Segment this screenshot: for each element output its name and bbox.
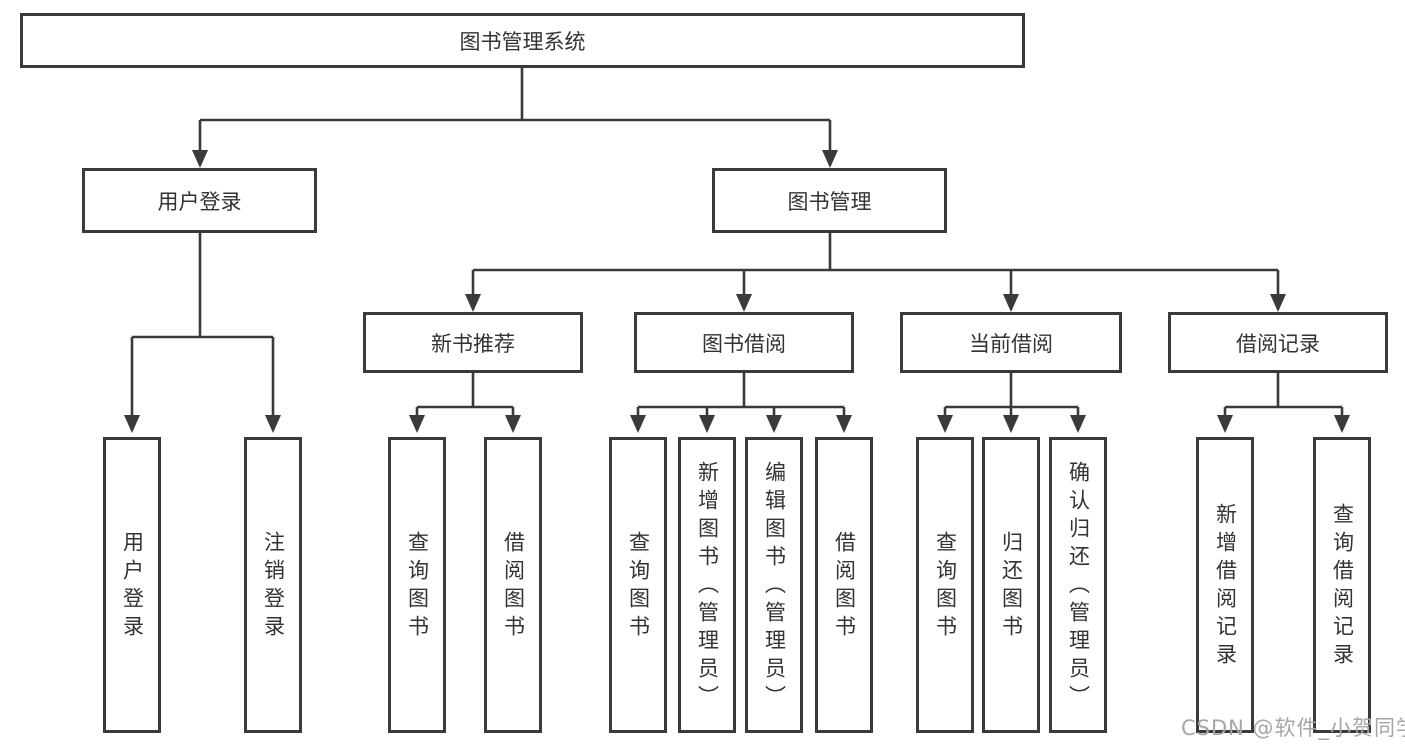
node-system-root: 图书管理系统 bbox=[20, 13, 1025, 68]
node-new-book-recommend: 新书推荐 bbox=[363, 312, 583, 373]
leaf-add-borrow-record: 新增借阅记录 bbox=[1196, 437, 1254, 733]
node-book-borrowing: 图书借阅 bbox=[634, 312, 854, 373]
leaf-query-books-borrowing: 查询图书 bbox=[609, 437, 667, 733]
leaf-confirm-return-admin: 确认归还（管理员） bbox=[1049, 437, 1107, 733]
leaf-borrow-books: 借阅图书 bbox=[815, 437, 873, 733]
node-borrowing-records: 借阅记录 bbox=[1168, 312, 1388, 373]
leaf-borrow-books-recommend: 借阅图书 bbox=[484, 437, 542, 733]
leaf-query-borrow-record: 查询借阅记录 bbox=[1313, 437, 1371, 733]
leaf-return-books: 归还图书 bbox=[982, 437, 1040, 733]
node-book-management: 图书管理 bbox=[712, 168, 947, 233]
csdn-watermark: CSDN @软件_小贺同学 bbox=[1181, 716, 1405, 740]
node-user-login: 用户登录 bbox=[82, 168, 317, 233]
leaf-query-books-current: 查询图书 bbox=[916, 437, 974, 733]
leaf-add-book-admin: 新增图书（管理员） bbox=[678, 437, 736, 733]
leaf-user-login: 用户登录 bbox=[103, 437, 161, 733]
leaf-edit-book-admin: 编辑图书（管理员） bbox=[745, 437, 803, 733]
leaf-logout: 注销登录 bbox=[244, 437, 302, 733]
node-current-borrowing: 当前借阅 bbox=[900, 312, 1122, 373]
leaf-query-books-recommend: 查询图书 bbox=[388, 437, 446, 733]
